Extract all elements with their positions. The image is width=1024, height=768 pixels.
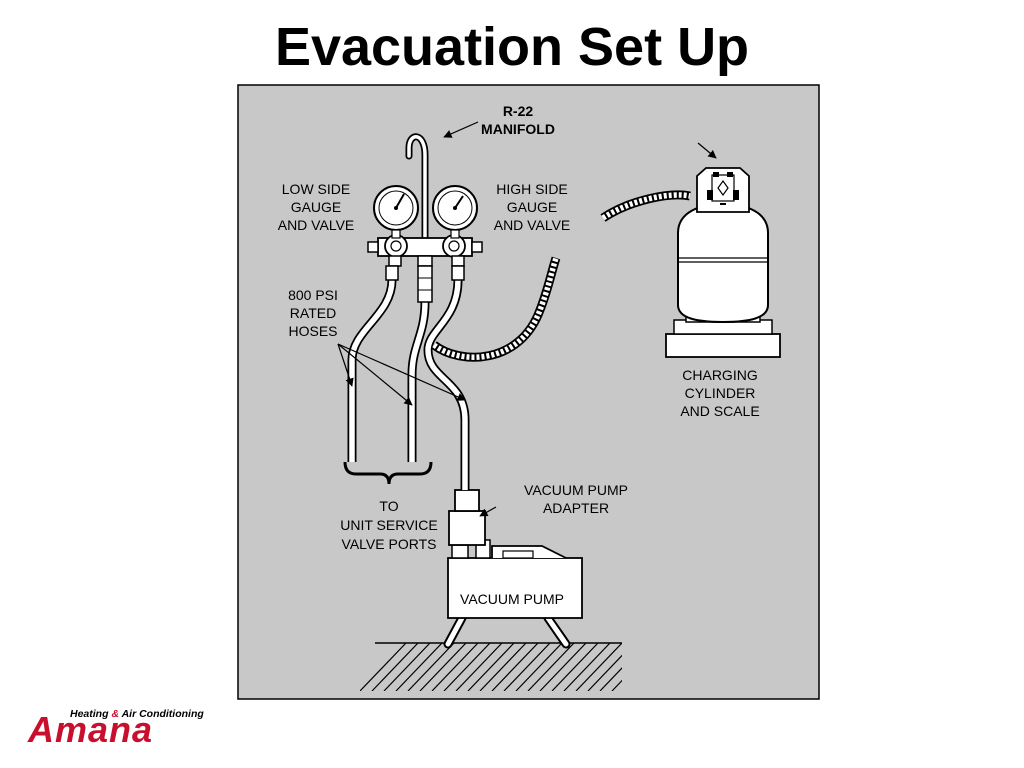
cylinder-label-line3: AND SCALE bbox=[680, 403, 759, 419]
ground-hatch bbox=[360, 642, 622, 691]
amana-logo: Heating & Air Conditioning Amana bbox=[28, 700, 208, 750]
low-side-gauge bbox=[373, 185, 419, 239]
hatch-line bbox=[431, 643, 479, 691]
hatch-line bbox=[611, 679, 622, 691]
vacuum-pump-adapter bbox=[448, 489, 486, 546]
high-side-gauge bbox=[432, 185, 478, 239]
hatch-line bbox=[551, 643, 599, 691]
hatch-line bbox=[527, 643, 575, 691]
charging-cylinder bbox=[665, 167, 781, 358]
hatch-line bbox=[599, 667, 622, 691]
manifold-label-line1: R-22 bbox=[503, 103, 534, 119]
hatch-line bbox=[479, 643, 527, 691]
logo-brand: Amana bbox=[28, 709, 154, 750]
pump-label: VACUUM PUMP bbox=[460, 591, 564, 607]
hatch-line bbox=[515, 643, 563, 691]
hatch-line bbox=[395, 643, 443, 691]
cylinder-label-line2: CYLINDER bbox=[685, 385, 756, 401]
hatch-line bbox=[539, 643, 587, 691]
hoses-label-line1: 800 PSI bbox=[288, 287, 338, 303]
service-ports-label-line3: VALVE PORTS bbox=[342, 536, 437, 552]
service-ports-label-line1: TO bbox=[379, 498, 398, 514]
hatch-line bbox=[407, 643, 455, 691]
adapter-label-line1: VACUUM PUMP bbox=[524, 482, 628, 498]
hatch-line bbox=[360, 643, 407, 691]
hatch-line bbox=[467, 643, 515, 691]
hatch-line bbox=[371, 643, 419, 691]
hoses-label-line2: RATED bbox=[290, 305, 336, 321]
cylinder-label-line1: CHARGING bbox=[682, 367, 757, 383]
slide-title: Evacuation Set Up bbox=[274, 17, 750, 77]
manifold-label-line2: MANIFOLD bbox=[481, 121, 555, 137]
hatch-line bbox=[563, 643, 611, 691]
hatch-line bbox=[419, 643, 467, 691]
hatch-line bbox=[383, 643, 431, 691]
logo-tagline: Heating & Air Conditioning bbox=[70, 708, 204, 720]
low-side-label-line3: AND VALVE bbox=[278, 217, 355, 233]
hatch-line bbox=[455, 643, 503, 691]
adapter-label-line2: ADAPTER bbox=[543, 500, 609, 516]
high-side-label-line3: AND VALVE bbox=[494, 217, 571, 233]
leader-lines bbox=[337, 121, 717, 517]
vacuum-pump bbox=[443, 539, 583, 649]
low-side-label-line2: GAUGE bbox=[291, 199, 342, 215]
hatch-line bbox=[491, 643, 539, 691]
hatch-line bbox=[587, 654, 622, 691]
high-side-label-line2: GAUGE bbox=[507, 199, 558, 215]
hatch-line bbox=[443, 643, 491, 691]
high-side-label-line1: HIGH SIDE bbox=[496, 181, 568, 197]
service-ports-label-line2: UNIT SERVICE bbox=[340, 517, 438, 533]
hatch-line bbox=[503, 643, 551, 691]
low-side-label-line1: LOW SIDE bbox=[282, 181, 350, 197]
hatch-line bbox=[575, 643, 622, 691]
service-ports-brace bbox=[343, 461, 433, 485]
hoses-label-line3: HOSES bbox=[288, 323, 337, 339]
